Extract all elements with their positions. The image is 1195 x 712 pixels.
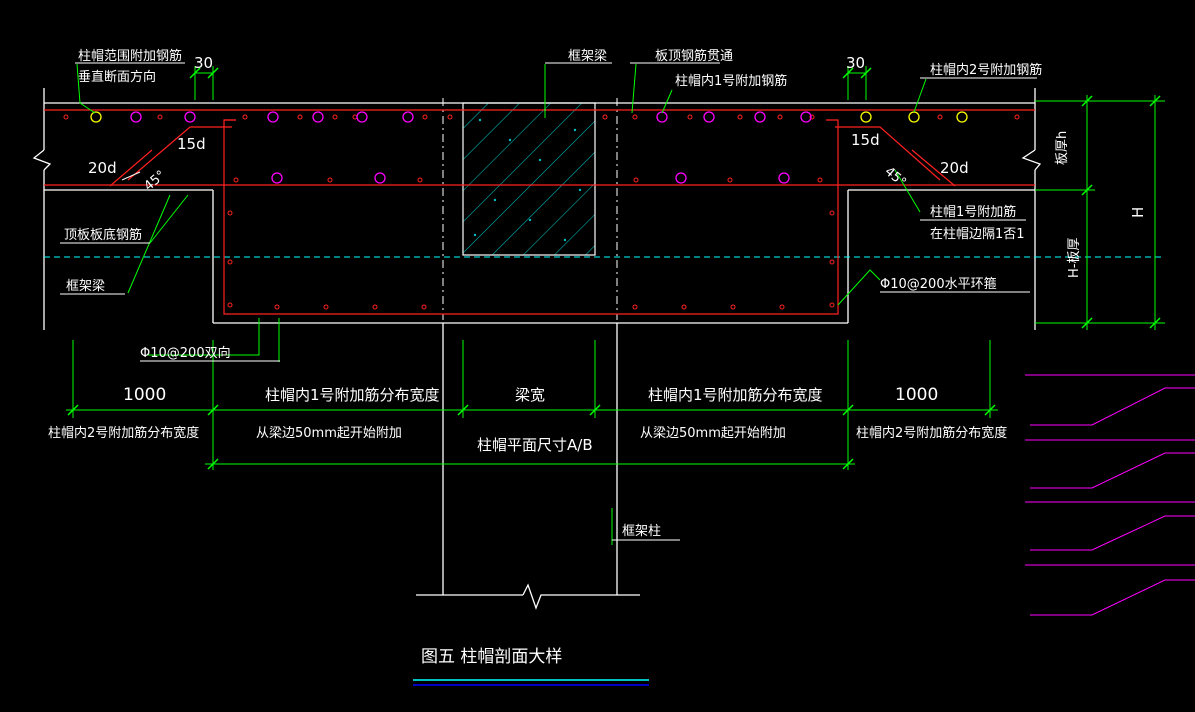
right-leader-lines: [1025, 374, 1195, 616]
anchor-20d-right: 20d: [940, 159, 969, 177]
total-height-label: H: [1129, 207, 1147, 218]
dim-width-1-left: 柱帽内1号附加筋分布宽度: [265, 386, 440, 404]
slab-thickness-label: 板厚h: [1055, 131, 1070, 165]
center-lines: [442, 98, 618, 320]
dim-30-left: 30: [194, 54, 213, 72]
dim-width-1-right: 柱帽内1号附加筋分布宽度: [648, 386, 823, 404]
slab-top-rebar-label: 板顶钢筋贯通: [655, 48, 733, 64]
frame-beam-section: [462, 102, 596, 256]
start-50-left: 从梁边50mm起开始附加: [256, 426, 402, 441]
rebar-lines: [44, 109, 1035, 315]
cap-plan-size: 柱帽平面尺寸A/B: [477, 436, 593, 454]
dimension-lines: [66, 63, 1165, 545]
title-underline: [413, 679, 649, 686]
dim-1000-right: 1000: [895, 385, 938, 405]
start-50-right: 从梁边50mm起开始附加: [640, 426, 786, 441]
dim-1000-left: 1000: [123, 385, 166, 405]
figure-title: 图五 柱帽剖面大样: [421, 647, 562, 667]
inner-rebar-2-bars: [90, 111, 968, 123]
inner-rebar-1-bars: [130, 111, 812, 184]
inner-rebar-2-label: 柱帽内2号附加钢筋: [930, 62, 1042, 78]
dist-2-left: 柱帽内2号附加筋分布宽度: [48, 425, 199, 441]
frame-beam-left-label: 框架梁: [66, 279, 105, 294]
dim-beam-width: 梁宽: [515, 386, 545, 404]
anchor-20d-left: 20d: [88, 159, 117, 177]
cap-rebar-note: 柱帽范围附加钢筋: [78, 48, 182, 64]
perpendicular-note: 垂直断面方向: [78, 69, 156, 85]
dimension-ticks: [67, 67, 1161, 470]
dim-30-right: 30: [846, 54, 865, 72]
label-underlines: [60, 62, 1037, 541]
frame-beam-top-label: 框架梁: [568, 49, 607, 64]
rebar-dots: [63, 114, 1020, 310]
rebar-1-note-a: 柱帽1号附加筋: [930, 204, 1016, 220]
hoop-note: Φ10@200水平环箍: [880, 276, 997, 292]
anchor-15d-right: 15d: [851, 131, 880, 149]
cap-height-label: H-板厚: [1067, 238, 1082, 278]
rebar-1-note-b: 在柱帽边隔1否1: [930, 226, 1025, 242]
anchor-15d-left: 15d: [177, 135, 206, 153]
two-way-note: Φ10@200双向: [140, 345, 231, 361]
frame-column-label: 框架柱: [622, 524, 661, 539]
inner-rebar-1-label: 柱帽内1号附加钢筋: [675, 73, 787, 89]
dist-2-right: 柱帽内2号附加筋分布宽度: [856, 425, 1007, 441]
slab-bottom-rebar-label: 顶板板底钢筋: [64, 227, 142, 243]
